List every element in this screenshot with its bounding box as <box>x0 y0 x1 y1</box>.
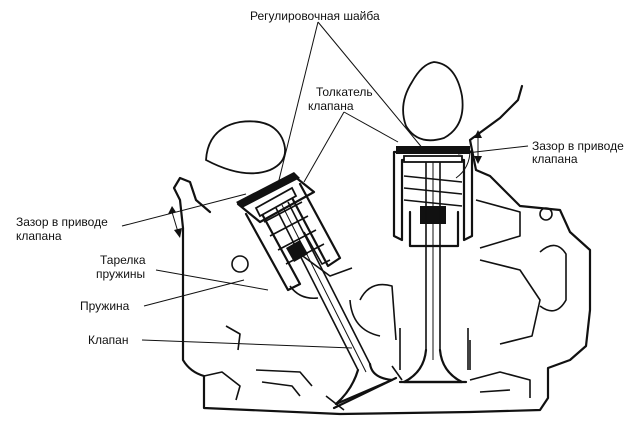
left-cam-lobe <box>205 120 286 175</box>
label-spring-retainer-line2: пружины <box>96 267 145 281</box>
right-valve-assembly <box>392 146 474 384</box>
label-clearance-right-line2: клапана <box>532 152 578 166</box>
bolt-hole <box>231 255 249 273</box>
label-clearance-left-line2: клапана <box>16 229 62 243</box>
label-tappet-line2: клапана <box>308 99 354 113</box>
left-clearance-arrow <box>168 206 182 238</box>
left-valve-assembly <box>236 172 403 411</box>
label-valve: Клапан <box>88 333 128 347</box>
label-clearance-left-line1: Зазор в приводе <box>16 215 108 229</box>
leader-lines <box>121 21 529 349</box>
label-tappet-line1: Толкатель <box>316 85 373 99</box>
label-adjusting-shim: Регулировочная шайба <box>250 9 380 23</box>
label-spring-retainer-line1: Тарелка <box>100 253 146 267</box>
cylinder-head-body <box>172 84 592 416</box>
bolt-hole-right <box>539 207 553 221</box>
right-cam-lobe <box>402 61 464 142</box>
right-clearance-arrow <box>474 130 482 164</box>
label-clearance-right-line1: Зазор в приводе <box>532 139 624 153</box>
label-spring: Пружина <box>80 299 130 313</box>
